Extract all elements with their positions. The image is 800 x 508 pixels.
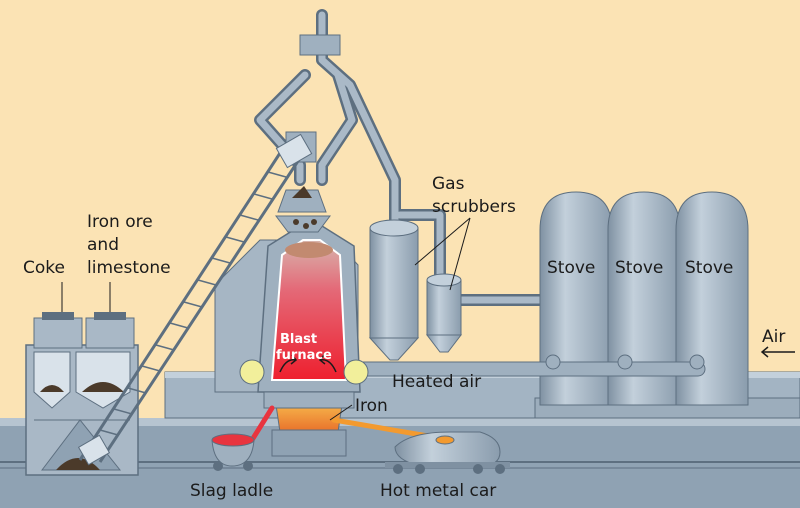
label-iron-ore-line-3: limestone (87, 258, 171, 278)
label-stove-1: Stove (547, 258, 596, 278)
coke-bin (33, 312, 83, 349)
label-coke: Coke (23, 258, 65, 278)
hot-metal-car (385, 431, 510, 474)
label-slag-ladle: Slag ladle (190, 481, 274, 501)
tuyere-right (343, 359, 369, 385)
skip-incline (78, 149, 302, 463)
ore-bin (85, 312, 135, 349)
label-iron-ore-line-2: and (87, 235, 119, 255)
gas-uptake-top (299, 34, 341, 56)
label-air: Air (762, 327, 786, 347)
skip-car (275, 133, 313, 169)
gas-scrubber-small (425, 273, 463, 353)
stove-3 (675, 191, 749, 406)
label-gas-line-2: scrubbers (432, 197, 516, 217)
heated-air-main (344, 354, 706, 377)
label-blast-line-1: Blast (280, 332, 318, 347)
slag-ladle (211, 433, 255, 471)
air-inlet-arrow (760, 346, 795, 358)
label-blast-line-2: furnace (276, 348, 332, 363)
skip-car-lower (77, 434, 111, 466)
label-gas-line-1: Gas (432, 174, 465, 194)
tuyere-left (239, 359, 265, 385)
label-heated-air: Heated air (392, 372, 482, 392)
blast-furnace (257, 225, 361, 457)
label-leader-lines (61, 217, 471, 421)
label-hot-metal-car: Hot metal car (380, 481, 497, 501)
label-iron: Iron (355, 396, 388, 416)
label-iron-ore-line-1: Iron ore (87, 212, 153, 232)
hot-air-arrows (279, 354, 337, 373)
label-stove-2: Stove (615, 258, 664, 278)
gas-scrubber-large (368, 219, 420, 361)
label-stove-3: Stove (685, 258, 734, 278)
